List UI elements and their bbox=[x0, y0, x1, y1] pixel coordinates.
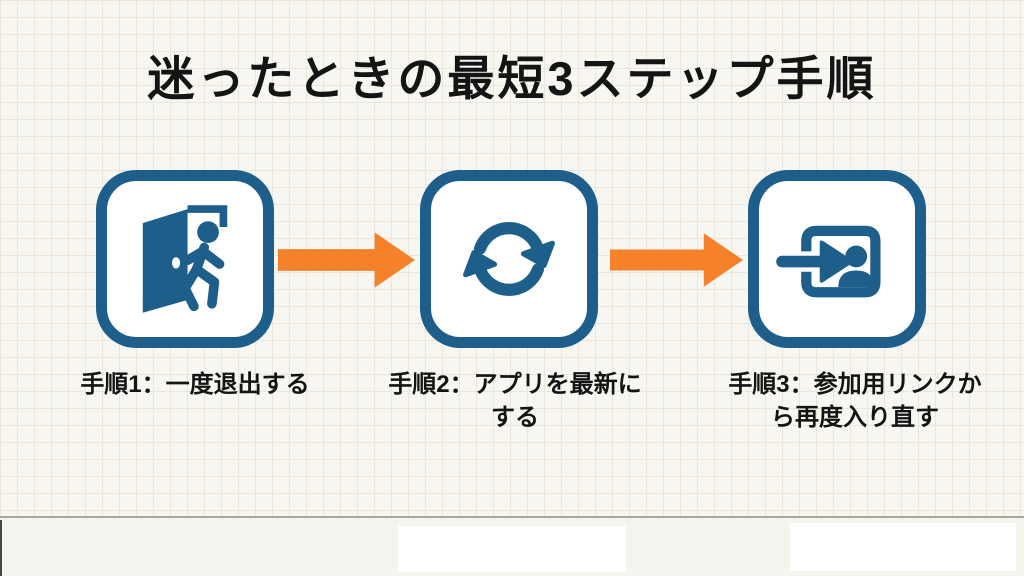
step1-label-line1: 手順1：一度退出する bbox=[80, 371, 310, 398]
caption-placeholder-left bbox=[398, 526, 626, 572]
caption-placeholder-right bbox=[790, 523, 1016, 571]
page-title: 迷ったときの最短3ステップ手順 bbox=[147, 52, 877, 105]
step2-label-line1: 手順2：アプリを最新に bbox=[388, 371, 642, 398]
step2-label: 手順2：アプリを最新に する bbox=[370, 368, 660, 434]
refresh-icon bbox=[463, 222, 555, 296]
step3-label-line1: 手順3：参加用リンクか bbox=[728, 371, 982, 398]
step2-icon-box bbox=[420, 170, 598, 348]
step2-label-line2: する bbox=[491, 404, 539, 431]
step1-icon-box bbox=[96, 170, 274, 348]
step3-label-line2: ら再度入り直す bbox=[771, 404, 939, 431]
login-icon bbox=[776, 225, 881, 298]
step3-icon-box bbox=[748, 170, 926, 348]
exit-door-icon bbox=[142, 205, 228, 313]
left-edge-line bbox=[0, 520, 2, 576]
step3-label: 手順3：参加用リンクか ら再度入り直す bbox=[705, 368, 1005, 434]
step1-label: 手順1：一度退出する bbox=[55, 368, 335, 401]
footer-strip bbox=[0, 518, 1024, 576]
arrow-right-icon bbox=[610, 233, 744, 287]
footer bbox=[0, 516, 1024, 576]
arrow-right-icon bbox=[278, 232, 416, 288]
footer-divider-line bbox=[0, 516, 1024, 518]
